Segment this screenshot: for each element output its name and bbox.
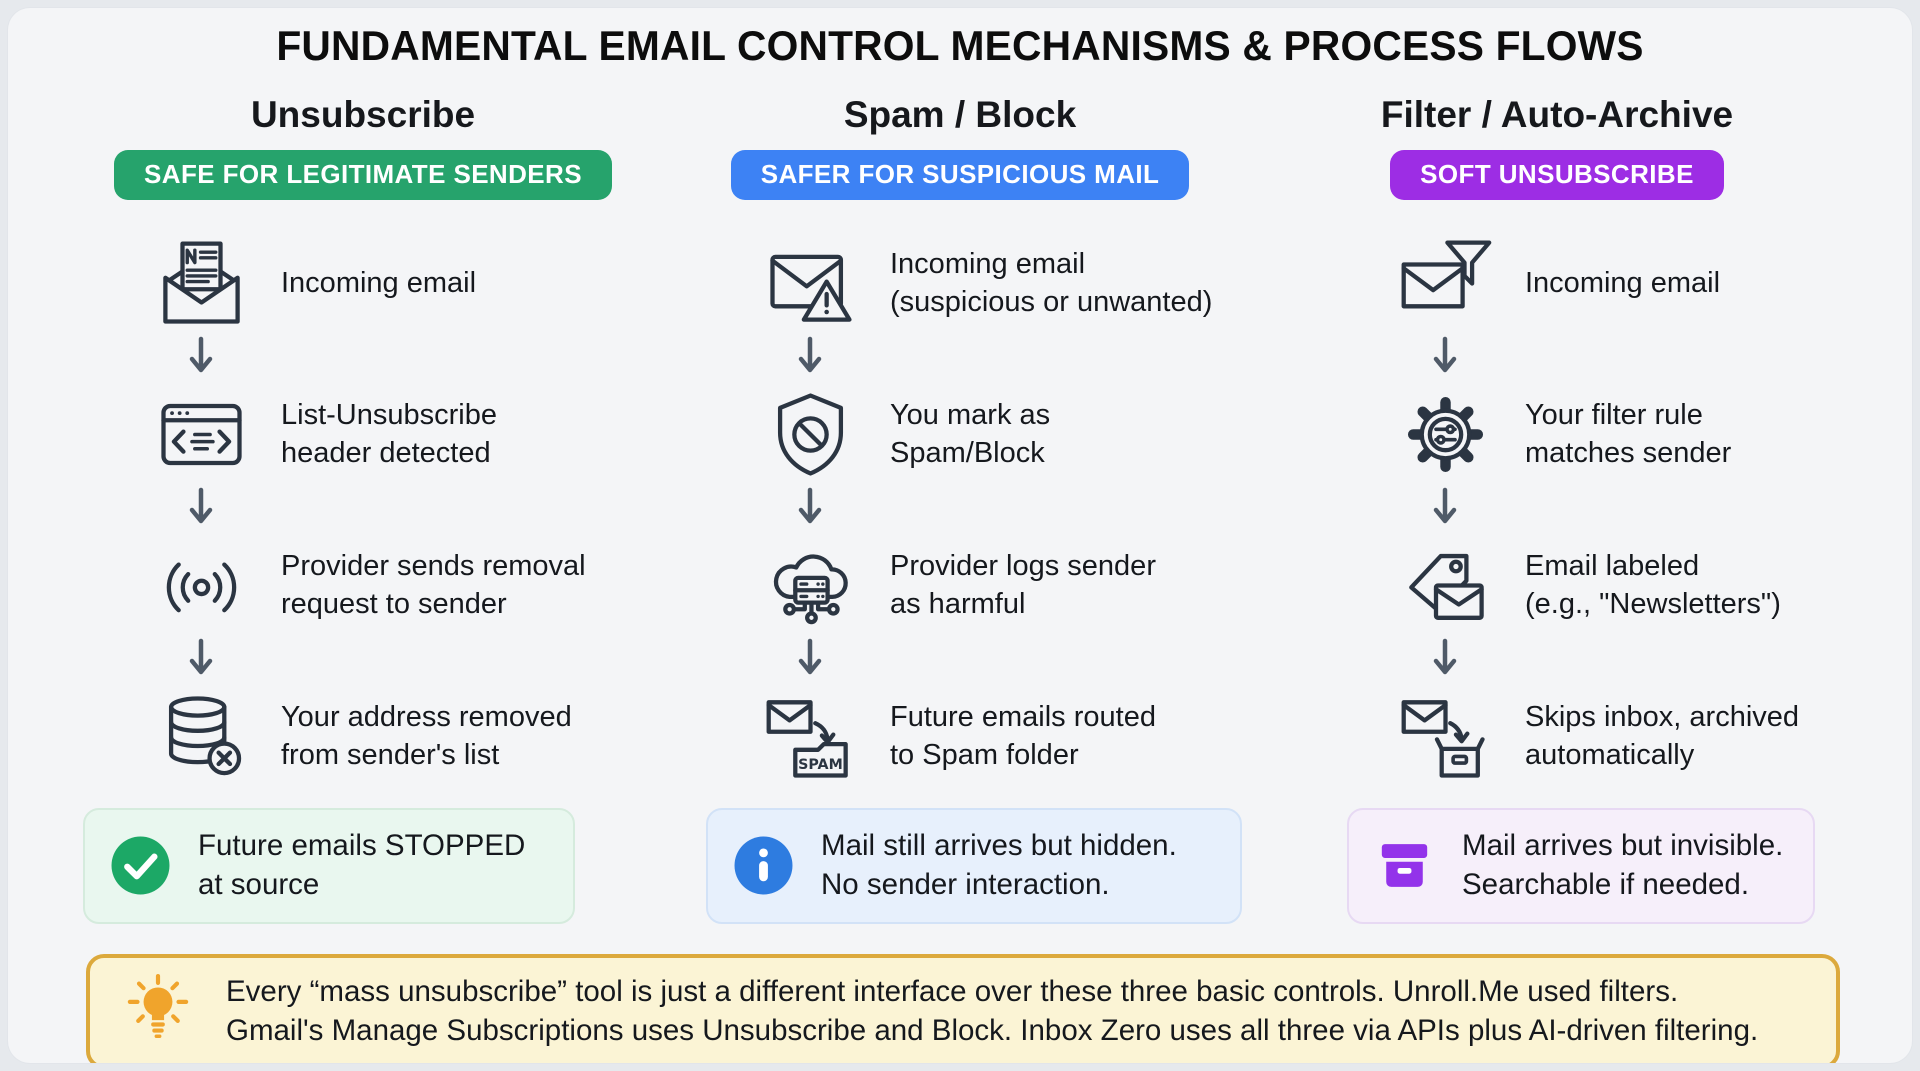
arrow-down-icon	[189, 638, 213, 675]
column-spam-block: Spam / Block SAFER FOR SUSPICIOUS MAIL	[660, 70, 1260, 924]
step-filter-rule-matches: Your filter rule matches sender	[1379, 387, 1837, 482]
newsletter-envelope-icon	[162, 241, 240, 324]
arrow-down-icon	[189, 487, 213, 524]
step-label: Incoming email	[281, 266, 477, 299]
arrow-down-icon	[1433, 336, 1457, 373]
step-mark-spam-block: You mark as Spam/Block	[744, 387, 1260, 482]
code-browser-icon	[160, 403, 242, 466]
result-label: Mail still arrives but hidden. No sender…	[821, 829, 1177, 901]
step-label: Your address removed from sender's list	[281, 700, 572, 771]
step-skips-inbox-archived: Skips inbox, archived automatically	[1379, 689, 1837, 784]
step-incoming-suspicious: Incoming email (suspicious or unwanted)	[744, 236, 1260, 331]
label-envelope-icon	[1408, 553, 1484, 620]
step-label: Future emails routed to Spam folder	[890, 700, 1156, 771]
badge-safe-legitimate-senders: SAFE FOR LEGITIMATE SENDERS	[114, 150, 612, 200]
info-circle-icon	[734, 836, 793, 895]
envelope-funnel-icon	[1401, 240, 1491, 309]
badge-soft-unsubscribe: SOFT UNSUBSCRIBE	[1390, 150, 1724, 200]
column-heading-unsubscribe: Unsubscribe	[250, 94, 476, 135]
arrow-down-icon	[1433, 638, 1457, 675]
archive-box-icon	[1381, 844, 1428, 888]
column-heading-spam-block: Spam / Block	[843, 94, 1077, 135]
arrow-down-icon	[798, 487, 822, 524]
step-incoming-email: Incoming email	[135, 236, 643, 331]
envelope-alert-icon	[769, 254, 852, 322]
columns-grid: Unsubscribe SAFE FOR LEGITIMATE SENDERS	[8, 70, 1912, 924]
result-label: Future emails STOPPED at source	[198, 829, 526, 901]
step-label: Provider logs sender as harmful	[890, 549, 1156, 620]
infographic-canvas: FUNDAMENTAL EMAIL CONTROL MECHANISMS & P…	[8, 8, 1912, 1063]
check-circle-icon	[111, 836, 170, 895]
step-label: Incoming email	[1525, 266, 1721, 299]
step-provider-logs-sender: Provider logs sender as harmful	[744, 538, 1260, 633]
column-filter-archive: Filter / Auto-Archive SOFT UNSUBSCRIBE I…	[1277, 70, 1837, 924]
step-list-unsubscribe-header: List-Unsubscribe header detected	[135, 387, 643, 482]
step-label: Your filter rule matches sender	[1525, 398, 1732, 469]
arrow-down-icon	[798, 638, 822, 675]
step-label: You mark as Spam/Block	[890, 398, 1051, 469]
key-insight-note: Every “mass unsubscribe” tool is just a …	[86, 953, 1840, 1063]
badge-safer-suspicious-mail: SAFER FOR SUSPICIOUS MAIL	[730, 150, 1190, 200]
step-label: Provider sends removal request to sender	[281, 549, 586, 620]
step-label: Incoming email (suspicious or unwanted)	[890, 247, 1213, 318]
arrow-down-icon	[1433, 487, 1457, 524]
broadcast-icon	[166, 562, 236, 613]
arrow-down-icon	[798, 336, 822, 373]
shield-block-icon	[777, 393, 843, 476]
flow-filter-archive: Incoming email	[1277, 236, 1837, 784]
flow-spam-block: Incoming email (suspicious or unwanted)	[660, 236, 1260, 784]
gear-filter-icon	[1407, 396, 1483, 473]
flow-unsubscribe: Incoming email	[83, 236, 643, 784]
result-label: Mail arrives but invisible. Searchable i…	[1462, 829, 1784, 901]
envelope-spam-folder-icon: SPAM	[766, 700, 848, 778]
page-title: FUNDAMENTAL EMAIL CONTROL MECHANISMS & P…	[276, 22, 1644, 69]
lightbulb-icon	[127, 974, 189, 1039]
svg-text:SPAM: SPAM	[798, 757, 843, 773]
step-email-labeled: Email labeled (e.g., "Newsletters")	[1379, 538, 1837, 633]
result-box-filter-archive: Mail arrives but invisible. Searchable i…	[1347, 808, 1815, 924]
step-label: Skips inbox, archived automatically	[1525, 700, 1800, 771]
column-unsubscribe: Unsubscribe SAFE FOR LEGITIMATE SENDERS	[83, 70, 643, 924]
column-heading-filter-archive: Filter / Auto-Archive	[1380, 94, 1734, 135]
step-label: Email labeled (e.g., "Newsletters")	[1525, 549, 1781, 620]
step-routed-to-spam: SPAM Future emails routed to Spam folder	[744, 689, 1260, 784]
result-box-spam-block: Mail still arrives but hidden. No sender…	[706, 808, 1242, 924]
step-label: List-Unsubscribe header detected	[281, 398, 497, 469]
envelope-archive-icon	[1401, 700, 1485, 778]
step-address-removed: Your address removed from sender's list	[135, 689, 643, 784]
step-removal-request: Provider sends removal request to sender	[135, 538, 643, 633]
database-remove-icon	[168, 696, 241, 776]
cloud-server-icon	[773, 554, 848, 625]
step-incoming-email-filter: Incoming email	[1379, 236, 1837, 331]
arrow-down-icon	[189, 336, 213, 373]
result-box-unsubscribe: Future emails STOPPED at source	[83, 808, 575, 924]
note-text: Every “mass unsubscribe” tool is just a …	[226, 974, 1759, 1048]
